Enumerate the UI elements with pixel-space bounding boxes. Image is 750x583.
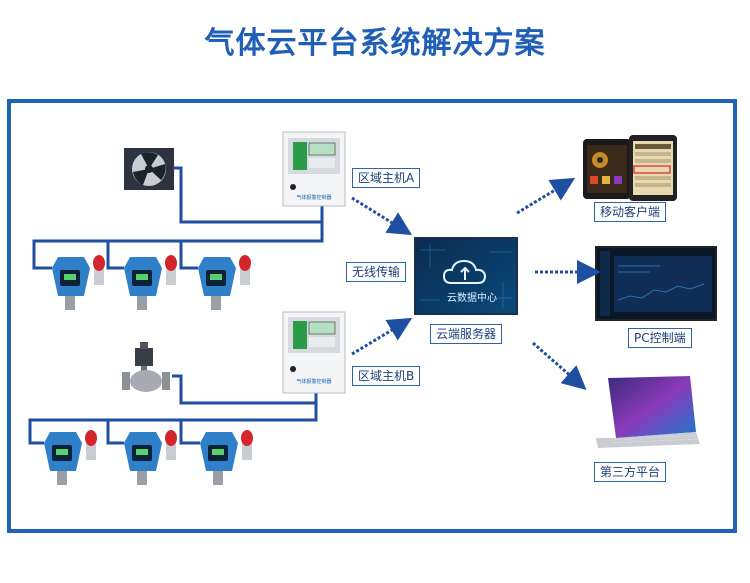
controller-a: 气体报警控制器 [282, 131, 346, 207]
page-title: 气体云平台系统解决方案 [204, 26, 546, 61]
svg-text:气体报警控制器: 气体报警控制器 [296, 194, 331, 201]
gas-detector [52, 255, 105, 310]
gas-detector [200, 430, 253, 485]
fan-icon [124, 148, 174, 190]
gas-detector [124, 430, 177, 485]
valve-icon [122, 342, 170, 392]
cloud-screen [414, 237, 518, 315]
third-party-label: 第三方平台 [594, 462, 667, 482]
phone-icon [583, 135, 677, 201]
laptop-icon [596, 376, 700, 448]
gas-detector [44, 430, 97, 485]
cloud-server-label: 云端服务器 [430, 324, 503, 344]
cloud-icon [442, 259, 487, 284]
flow-arrows [351, 177, 601, 390]
gas-detector [198, 255, 251, 310]
wireless-label: 无线传输 [346, 262, 407, 282]
svg-text:气体报警控制器: 气体报警控制器 [296, 378, 331, 385]
controller-b: 气体报警控制器 [282, 311, 346, 394]
cloud-screen-label: 云数据中心 [447, 293, 497, 304]
monitor-icon [595, 246, 717, 321]
host-b-label: 区域主机B [352, 366, 421, 386]
diagram-frame [7, 99, 737, 533]
wiring-group-a [32, 166, 324, 270]
host-a-label: 区域主机A [352, 168, 421, 188]
gas-detector [124, 255, 177, 310]
mobile-label: 移动客户端 [594, 202, 667, 222]
pc-label: PC控制端 [628, 328, 692, 348]
wiring-group-b [28, 374, 318, 445]
